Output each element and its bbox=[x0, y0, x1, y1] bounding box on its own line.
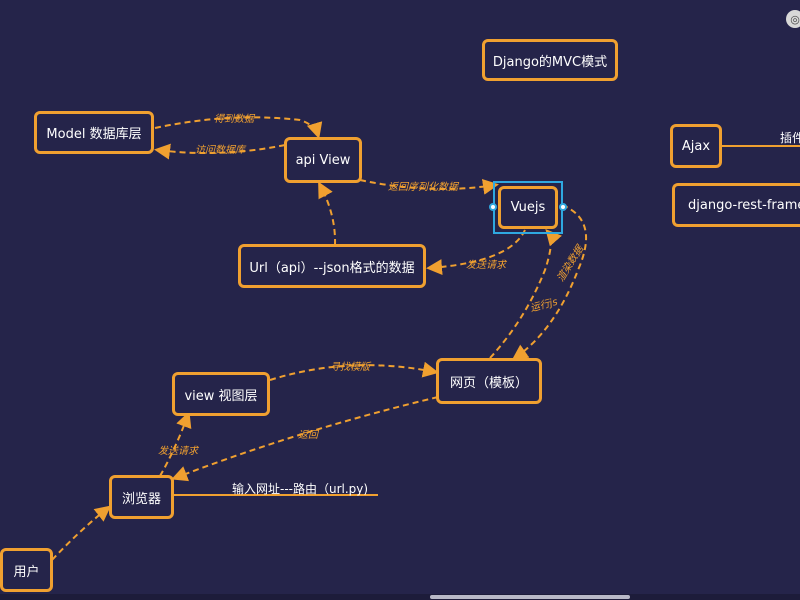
plugin-note: 插件 bbox=[780, 131, 800, 145]
edge-send-request-browser bbox=[159, 411, 192, 477]
label-get-data: 得到数据 bbox=[214, 114, 254, 125]
edge-user-to-browser bbox=[51, 505, 112, 561]
edge-send-request-vue bbox=[426, 229, 526, 276]
label-find-template: 寻找模版 bbox=[330, 362, 370, 373]
label-return-serialized: 返回序列化数据 bbox=[388, 182, 458, 193]
label-return: 返回 bbox=[298, 430, 318, 441]
ajax-node[interactable]: Ajax bbox=[670, 124, 722, 168]
selection-handle-left[interactable] bbox=[489, 203, 497, 211]
vuejs-node[interactable]: Vuejs bbox=[498, 186, 558, 229]
horizontal-scrollbar[interactable] bbox=[0, 594, 800, 600]
title-node[interactable]: Django的MVC模式 bbox=[482, 39, 618, 81]
edge-find-template bbox=[269, 361, 439, 381]
edge-url-to-api bbox=[318, 181, 337, 246]
edge-access-db bbox=[154, 143, 286, 160]
user-node[interactable]: 用户 bbox=[0, 548, 53, 592]
edge-run-js bbox=[489, 228, 562, 359]
label-send-request-browser: 发送请求 bbox=[158, 446, 198, 457]
label-access-db: 访问数据库 bbox=[195, 145, 245, 156]
url-api-node[interactable]: Url（api）--json格式的数据 bbox=[238, 244, 426, 288]
edge-return-serialized bbox=[359, 178, 499, 195]
api-view-node[interactable]: api View bbox=[284, 137, 362, 183]
corner-icon[interactable]: ◎ bbox=[786, 10, 800, 28]
drf-node[interactable]: django-rest-framework bbox=[672, 183, 800, 227]
edge-get-data bbox=[154, 116, 323, 139]
scrollbar-thumb[interactable] bbox=[430, 595, 630, 599]
label-send-request-vue: 发送请求 bbox=[466, 260, 506, 271]
selection-handle-right[interactable] bbox=[559, 203, 567, 211]
model-node[interactable]: Model 数据库层 bbox=[34, 111, 154, 154]
edge-render-data bbox=[511, 204, 587, 361]
edge-return bbox=[171, 396, 439, 482]
view-layer-node[interactable]: view 视图层 bbox=[172, 372, 270, 416]
browser-node[interactable]: 浏览器 bbox=[109, 475, 174, 519]
url-input-note: 输入网址---路由（url.py) bbox=[232, 482, 369, 496]
webpage-node[interactable]: 网页（模板） bbox=[436, 358, 542, 404]
selection-box[interactable] bbox=[493, 181, 563, 234]
